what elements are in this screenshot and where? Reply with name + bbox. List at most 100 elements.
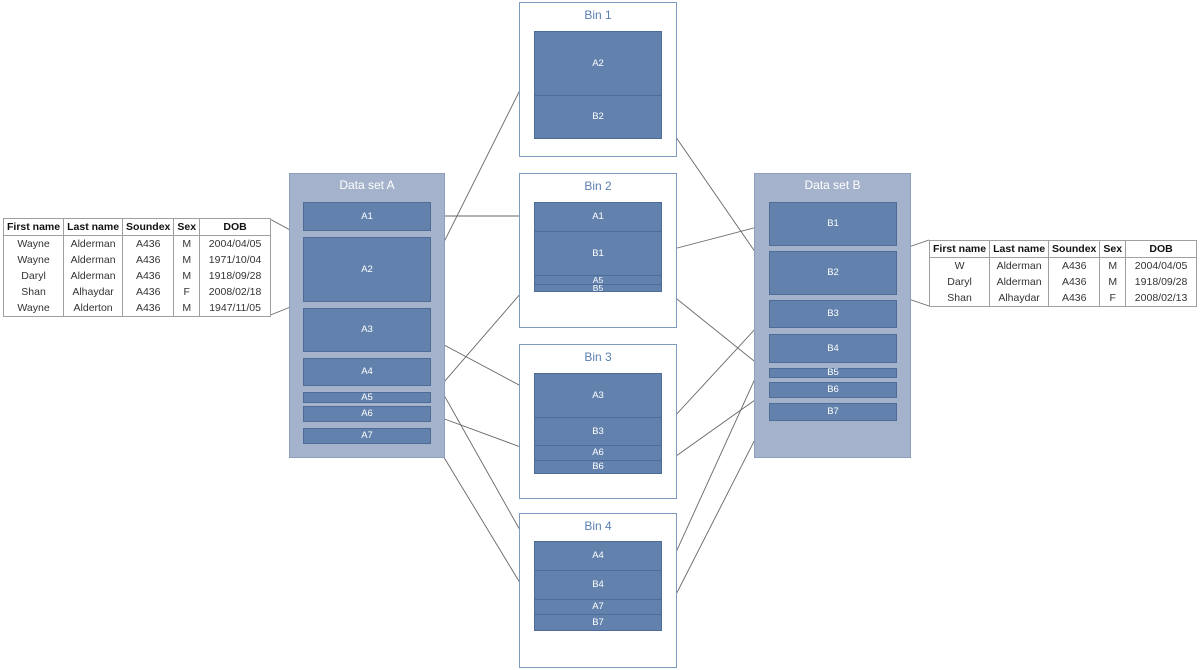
bin-1-segment-b2: B2	[535, 95, 661, 138]
table-cell: Alderman	[63, 268, 124, 284]
dataset-a-title: Data set A	[339, 178, 395, 192]
table-a-header: DOB	[199, 218, 272, 236]
table-cell: M	[1099, 274, 1127, 290]
table-cell: A436	[1048, 290, 1101, 307]
connector-layer	[267, 61, 930, 623]
table-cell: 2008/02/18	[199, 284, 272, 300]
table-cell: 2004/04/05	[1125, 257, 1198, 274]
block-b4: B4	[769, 334, 897, 363]
table-cell: Alhaydar	[989, 290, 1050, 307]
bin-4-segment-a4: A4	[592, 550, 604, 562]
table-row: W Alderman A436 M 2004/04/05	[928, 257, 1198, 274]
table-cell: Daryl	[2, 268, 65, 284]
table-cell: A436	[122, 252, 175, 268]
table-cell: M	[173, 268, 201, 284]
table-a-header: Sex	[173, 218, 201, 236]
arrow-a4-to-bin4	[430, 371, 535, 556]
table-cell: A436	[1048, 257, 1101, 274]
table-row: Shan Alhaydar A436 F 2008/02/13	[928, 290, 1198, 307]
arrow-b1-to-bin2	[661, 223, 770, 254]
bin-4-title: Bin 4	[584, 519, 612, 533]
table-cell: M	[173, 300, 201, 317]
arrow-a5-to-bin2	[430, 277, 535, 398]
table-cell: Daryl	[928, 274, 991, 290]
bin-3-segment-b3: B3	[535, 417, 661, 445]
table-cell: 2008/02/13	[1125, 290, 1198, 307]
table-cell: Shan	[928, 290, 991, 307]
bin-2-stack: A1 B1 A5 B5	[534, 202, 662, 293]
block-a7: A7	[303, 428, 431, 444]
table-cell: Alderton	[63, 300, 124, 317]
table-cell: Wayne	[2, 300, 65, 317]
bin-2-segment-a5: A5	[535, 275, 661, 284]
table-a-header-row: First name Last name Soundex Sex DOB	[2, 218, 272, 236]
table-row: Daryl Alderman A436 M 1918/09/28	[2, 268, 272, 284]
arrow-b3-to-bin3	[661, 313, 770, 431]
bin-2-segment-b1: B1	[535, 231, 661, 275]
bin-4-segment-b7: B7	[535, 614, 661, 630]
arrow-a7-to-bin4	[430, 435, 535, 607]
table-cell: M	[173, 235, 201, 252]
table-cell: F	[1099, 290, 1127, 307]
table-cell: F	[173, 284, 201, 300]
table-cell: Alhaydar	[63, 284, 124, 300]
records-table-a: First name Last name Soundex Sex DOB Way…	[2, 218, 272, 317]
bin-3-segment-b6: B6	[535, 460, 661, 473]
table-a-header: Last name	[63, 218, 124, 236]
table-b-header: Soundex	[1048, 240, 1101, 258]
bin-2-title: Bin 2	[584, 179, 612, 193]
bin-1-stack: A2 B2	[534, 31, 662, 139]
table-cell: M	[173, 252, 201, 268]
table-cell: A436	[122, 268, 175, 284]
table-cell: Alderman	[989, 257, 1050, 274]
table-cell: W	[928, 257, 991, 274]
table-cell: 1947/11/05	[199, 300, 272, 317]
block-a1: A1	[303, 202, 431, 231]
arrow-a2-to-bin1	[430, 61, 535, 269]
table-cell: A436	[122, 235, 175, 252]
table-cell: A436	[1048, 274, 1101, 290]
bin-4-segment-a7: A7	[535, 599, 661, 614]
table-cell: A436	[122, 284, 175, 300]
bin-2-segment-a1: A1	[592, 211, 604, 223]
arrow-a3-to-bin3	[430, 337, 535, 394]
block-a2: A2	[303, 237, 431, 302]
block-a5: A5	[303, 392, 431, 403]
bin-3-segment-a3: A3	[592, 389, 604, 401]
table-cell: A436	[122, 300, 175, 317]
bin-1-title: Bin 1	[584, 8, 612, 22]
table-row: Wayne Alderman A436 M 2004/04/05	[2, 235, 272, 252]
table-cell: Alderman	[63, 235, 124, 252]
block-a4: A4	[303, 358, 431, 386]
block-b6: B6	[769, 382, 897, 398]
arrow-b4-to-bin4	[661, 347, 770, 584]
bin-3-segment-a6: A6	[535, 445, 661, 460]
bin-2-segment-b5: B5	[535, 284, 661, 293]
table-a-header: Soundex	[122, 218, 175, 236]
block-b3: B3	[769, 300, 897, 328]
bin-4-segment-b4: B4	[535, 570, 661, 599]
block-b1: B1	[769, 202, 897, 246]
table-cell: M	[1099, 257, 1127, 274]
table-cell: 1918/09/28	[1125, 274, 1198, 290]
table-b-header: DOB	[1125, 240, 1198, 258]
table-row: Wayne Alderman A436 M 1971/10/04	[2, 252, 272, 268]
bin-1-segment-a2: A2	[592, 57, 604, 69]
table-row: Shan Alhaydar A436 F 2008/02/18	[2, 284, 272, 300]
table-cell: Alderman	[989, 274, 1050, 290]
block-a3: A3	[303, 308, 431, 352]
bin-3-title: Bin 3	[584, 350, 612, 364]
block-b2: B2	[769, 251, 897, 295]
table-cell: 1918/09/28	[199, 268, 272, 284]
table-a-header: First name	[2, 218, 65, 236]
block-a6: A6	[303, 406, 431, 422]
table-cell: Shan	[2, 284, 65, 300]
arrow-b6-to-bin3	[661, 389, 770, 467]
table-b-header: Last name	[989, 240, 1050, 258]
table-row: Daryl Alderman A436 M 1918/09/28	[928, 274, 1198, 290]
table-b-header-row: First name Last name Soundex Sex DOB	[928, 240, 1198, 258]
bin-4-stack: A4 B4 A7 B7	[534, 541, 662, 631]
table-cell: 1971/10/04	[199, 252, 272, 268]
dataset-b-title: Data set B	[804, 178, 861, 192]
table-cell: Wayne	[2, 235, 65, 252]
